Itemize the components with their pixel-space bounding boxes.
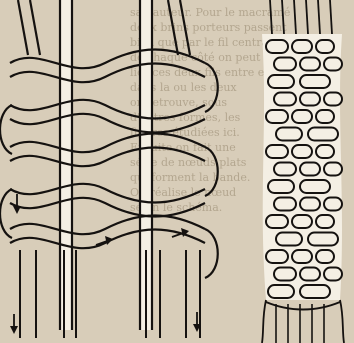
knot-pill [324, 58, 342, 71]
top-strand [270, 0, 272, 34]
knot-pill [292, 250, 312, 263]
top-strand [282, 0, 284, 34]
working-cord-top-edge [180, 0, 190, 55]
knot-pill [300, 268, 320, 281]
knot-loop-edge [10, 148, 205, 167]
loop-turn-right [205, 229, 218, 278]
knot-pill [316, 250, 334, 263]
knot-pill [266, 40, 288, 53]
knot-pill [324, 198, 342, 211]
knot-pill [266, 110, 288, 123]
knot-pill [292, 40, 312, 53]
fringe-collar [266, 302, 340, 310]
knot-pill [300, 163, 320, 176]
knot-pill [268, 75, 294, 88]
knot-pill [300, 75, 330, 88]
knot-pill [268, 285, 294, 298]
knot-pill [316, 40, 334, 53]
knot-pill [276, 128, 302, 141]
knot-pill [308, 128, 338, 141]
loop-turn-left [0, 189, 12, 238]
knot-pill [274, 163, 296, 176]
knot-pill [292, 145, 312, 158]
top-strand [330, 0, 332, 34]
knot-loop-edge [10, 184, 205, 203]
right-sinnet-column [262, 0, 344, 343]
knot-pill [300, 180, 330, 193]
knot-pill [324, 268, 342, 281]
knot-pill [300, 198, 320, 211]
knot-pill [316, 145, 334, 158]
knot-pill [300, 58, 320, 71]
top-strand [294, 0, 296, 34]
top-strand [318, 0, 320, 34]
knot-pill [268, 180, 294, 193]
knot-pill [274, 93, 296, 106]
fringe-edge [262, 300, 266, 343]
knot-pill [274, 268, 296, 281]
knot-loop-edge [10, 64, 205, 83]
knot-pill [292, 215, 312, 228]
arrow-down-icon [10, 326, 18, 334]
knot-pill [308, 233, 338, 246]
knot-pill [292, 110, 312, 123]
arrow-down-icon [13, 206, 21, 214]
top-strand [306, 0, 308, 34]
knot-pill [324, 163, 342, 176]
knot-pill [316, 110, 334, 123]
knot-pill [300, 285, 330, 298]
knot-pill [266, 145, 288, 158]
knot-pill [266, 215, 288, 228]
knot-pill [276, 233, 302, 246]
knot-pill [300, 93, 320, 106]
working-cord-top-edge [30, 0, 40, 55]
loop-turn-right [205, 147, 218, 196]
knot-pill [316, 215, 334, 228]
knot-loop-edge [10, 100, 205, 119]
left-knot-diagram [0, 0, 218, 338]
knot-pill [324, 93, 342, 106]
working-cord-top-edge [168, 0, 178, 55]
knot-pill [266, 250, 288, 263]
fringe-edge [340, 300, 344, 343]
knot-pill [274, 198, 296, 211]
knot-pill [274, 58, 296, 71]
loop-turn-right [205, 63, 218, 112]
working-cord-top-edge [18, 0, 28, 55]
